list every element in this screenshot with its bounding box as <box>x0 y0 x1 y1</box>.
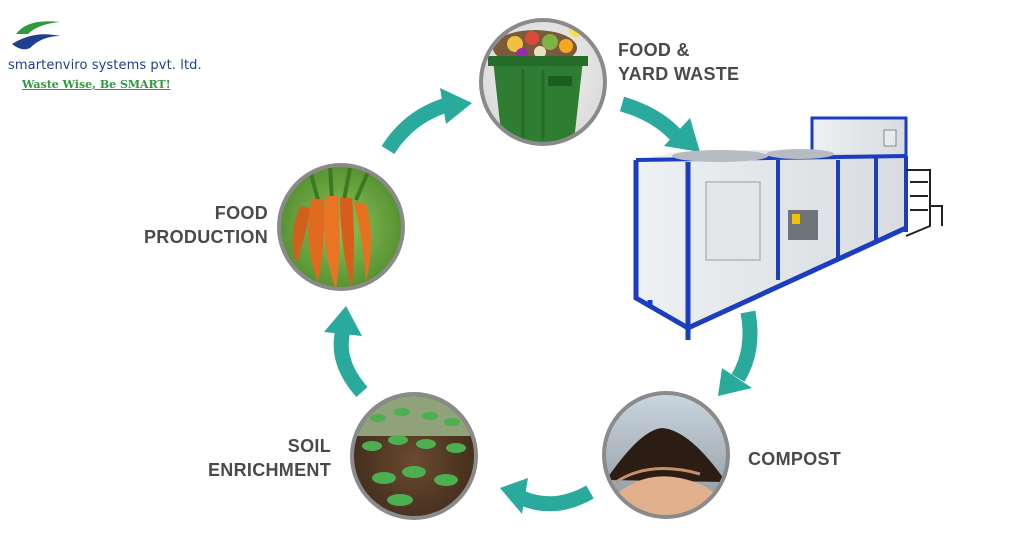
company-name: smartenviro systems pvt. ltd. <box>8 58 202 73</box>
food-production-image <box>277 163 405 291</box>
brand-block: smartenviro systems pvt. ltd. Waste Wise… <box>4 14 224 94</box>
stage-label-food-yard-waste: FOOD & YARD WASTE <box>618 38 739 86</box>
soil-enrichment-image <box>350 392 478 520</box>
label-line: FOOD <box>214 203 268 223</box>
label-line: YARD WASTE <box>618 64 740 84</box>
arrow-compost-to-soil <box>500 478 594 514</box>
label-line: ENRICHMENT <box>208 460 331 480</box>
stage-label-compost: COMPOST <box>748 447 841 471</box>
stage-label-soil-enrichment: SOIL ENRICHMENT <box>180 434 331 482</box>
stage-label-food-production: FOOD PRODUCTION <box>132 201 268 249</box>
composting-machine-image <box>633 116 943 340</box>
label-line: SOIL <box>287 436 331 456</box>
arrow-food-to-bin <box>381 88 472 155</box>
arrow-soil-to-food <box>324 306 368 398</box>
label-line: COMPOST <box>748 449 842 469</box>
food-yard-waste-image <box>479 18 607 146</box>
company-tagline: Waste Wise, Be SMART! <box>22 78 171 91</box>
label-line: PRODUCTION <box>144 227 268 247</box>
label-line: FOOD & <box>618 40 690 60</box>
compost-image <box>602 391 730 519</box>
arrow-machine-to-compost <box>718 310 758 396</box>
swoosh-logo-icon <box>12 21 60 50</box>
arrow-bin-to-machine <box>619 96 700 152</box>
